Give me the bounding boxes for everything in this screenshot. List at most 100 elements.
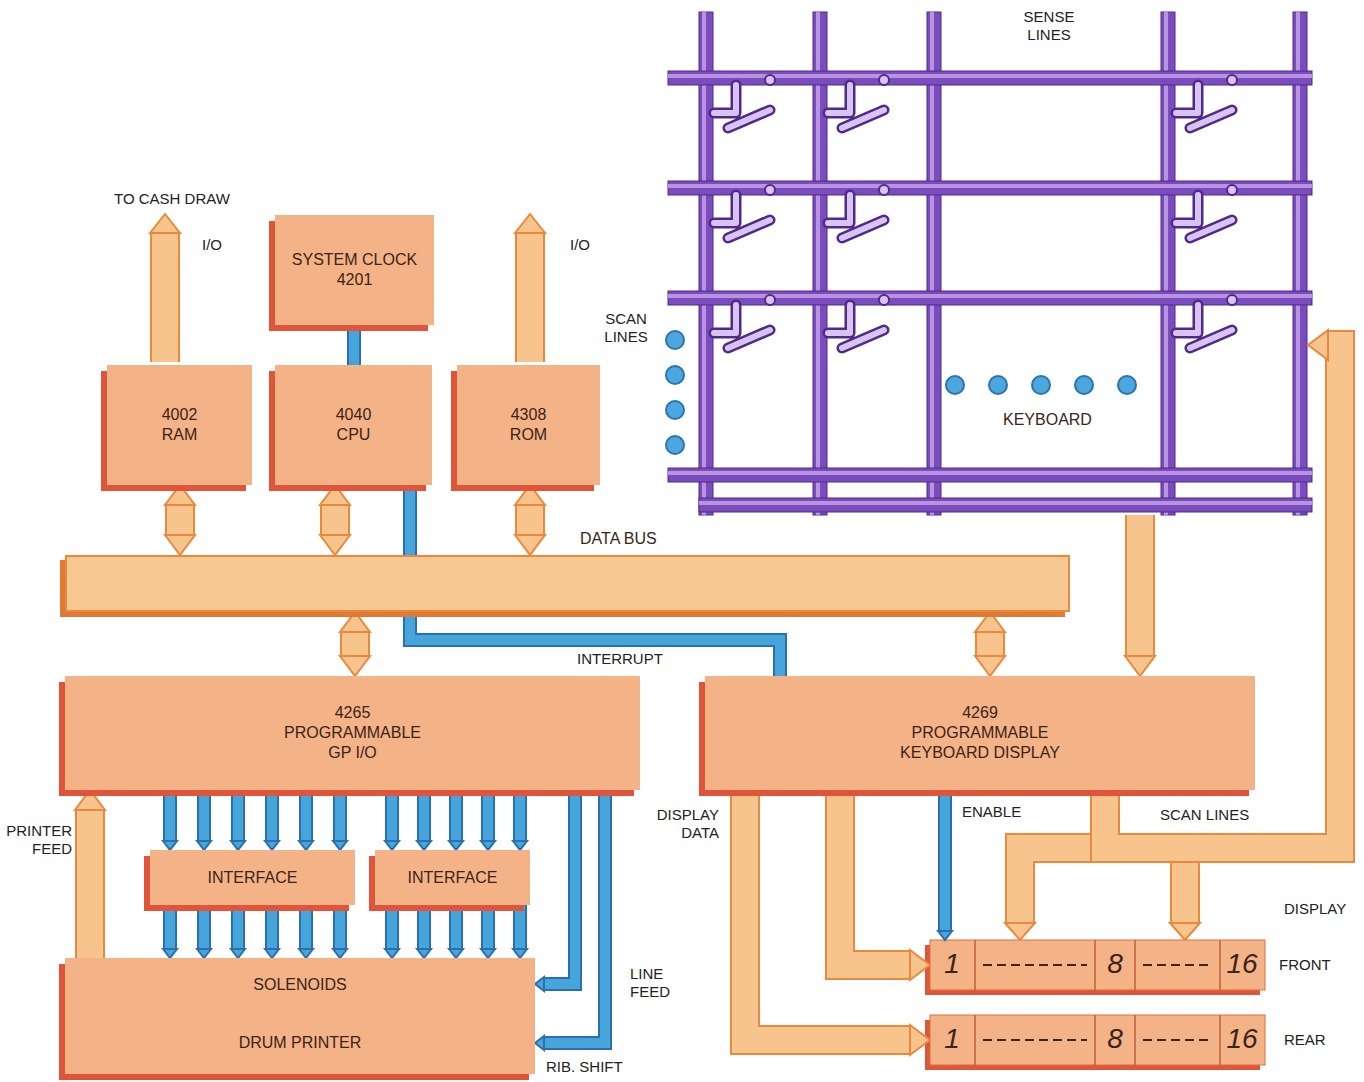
digit: 8: [1107, 947, 1123, 981]
connector-outline: [544, 790, 605, 1043]
rail-highlight: [816, 12, 820, 515]
connector-outline: [745, 790, 910, 1040]
key-pins: [765, 75, 1237, 305]
arrow-head: [535, 977, 544, 991]
keyboard-matrix: KEYBOARD: [665, 12, 1308, 515]
node-label: INTERFACE: [408, 868, 498, 888]
rail-highlight: [699, 501, 1312, 505]
arrow-head: [231, 949, 245, 958]
key-dot: [1032, 376, 1050, 394]
arrow-head: [299, 949, 313, 958]
signal-line: [535, 790, 575, 991]
arrow-head: [513, 841, 527, 850]
interface-box: INTERFACE: [375, 850, 530, 905]
arrow-head: [910, 1025, 930, 1055]
scan-dot: [666, 401, 684, 419]
bus-pipe: [515, 485, 545, 555]
display-panels: [925, 940, 1265, 1070]
scan-dot: [666, 366, 684, 384]
arrow-head: [975, 656, 1005, 676]
key-switch: [714, 85, 1232, 348]
connector-outline: [515, 505, 545, 535]
arrow-head: [299, 841, 313, 850]
connector-body: [170, 790, 340, 841]
key-pin: [765, 185, 775, 195]
arrow-head: [513, 949, 527, 958]
arrow-head: [481, 841, 495, 850]
panel-face: [930, 940, 1265, 990]
arrow-head: [165, 485, 195, 505]
key-dot: [1075, 376, 1093, 394]
connector-body: [517, 505, 543, 535]
arrow-head: [165, 535, 195, 555]
arrow-head: [320, 485, 350, 505]
node-label: SOLENOIDS: [253, 975, 346, 995]
key-dot: [946, 376, 964, 394]
arrow-head: [1308, 330, 1328, 360]
connector-body: [745, 790, 910, 1040]
cpu-chip: 4040 CPU: [275, 365, 432, 485]
data-bus: DATA BUS: [65, 555, 1070, 612]
connector-outline: [75, 810, 105, 958]
arrow-head: [75, 790, 105, 810]
bus-pipe: [1125, 515, 1155, 676]
signal-label: SCAN LINES: [1158, 806, 1251, 824]
bus-pipe: [165, 485, 195, 555]
key-dots: [666, 331, 1136, 454]
io-pipe-outline: [515, 232, 545, 362]
connector-outline: [170, 790, 340, 841]
signal-label: LINE FEED: [628, 965, 692, 1001]
arrow-head: [449, 841, 463, 850]
signal-label: ENABLE: [960, 803, 1023, 821]
digit: 1: [944, 947, 960, 981]
arrow-head: [515, 485, 545, 505]
rail-highlight: [668, 471, 1312, 475]
arrow-head: [515, 535, 545, 555]
key-dot: [989, 376, 1007, 394]
signal-line: [163, 905, 347, 958]
node-label: 4308 ROM: [499, 405, 559, 445]
arrow-head: [481, 949, 495, 958]
arrow-head: [197, 949, 211, 958]
key-pin: [765, 295, 775, 305]
node-label: DATA BUS: [580, 529, 657, 549]
sense-rail: [927, 12, 941, 515]
front-display: 1816: [930, 940, 1265, 990]
connector-body: [167, 505, 193, 535]
connector-body: [77, 810, 103, 958]
node-label: DRUM PRINTER: [239, 1033, 362, 1053]
keyboard-display-chip: 4269 PROGRAMMABLE KEYBOARD DISPLAY: [705, 676, 1255, 790]
connector-outline: [320, 505, 350, 535]
rail-highlight: [930, 12, 934, 515]
ram-chip: 4002 RAM: [107, 365, 252, 485]
rom-chip: 4308 ROM: [457, 365, 600, 485]
digit: 16: [1226, 947, 1257, 981]
scan-rail: [668, 71, 1312, 85]
arrow-head: [535, 1036, 544, 1050]
rail-highlight: [1296, 12, 1300, 515]
connector-outline: [1125, 515, 1155, 656]
signal-line: [354, 325, 355, 365]
arrow-head: [385, 949, 399, 958]
signal-line: [385, 790, 527, 850]
annotation: DISPLAY: [1282, 900, 1348, 918]
digit-divider: [975, 1015, 1220, 1065]
bus-pipe: [840, 790, 930, 980]
connector-outline: [170, 905, 340, 949]
arrow-head: [333, 949, 347, 958]
connector-body: [322, 505, 348, 535]
scan-pipe-head: [1005, 923, 1035, 940]
scan-rail: [668, 291, 1312, 305]
connector-body: [392, 905, 520, 949]
sense-rail: [1293, 12, 1307, 515]
connector-outline: [392, 905, 520, 949]
bus-pipe: [75, 790, 105, 958]
scan-dot: [666, 331, 684, 349]
annotation: SCAN LINES: [592, 310, 660, 346]
io-pipe-outline: [150, 232, 180, 362]
signal-label: RIB. SHIFT: [544, 1058, 625, 1076]
digit: 16: [1226, 1022, 1257, 1056]
arrow-head: [417, 949, 431, 958]
annotation: TO CASH DRAW: [112, 190, 232, 208]
clock-chip: SYSTEM CLOCK 4201: [275, 215, 434, 325]
